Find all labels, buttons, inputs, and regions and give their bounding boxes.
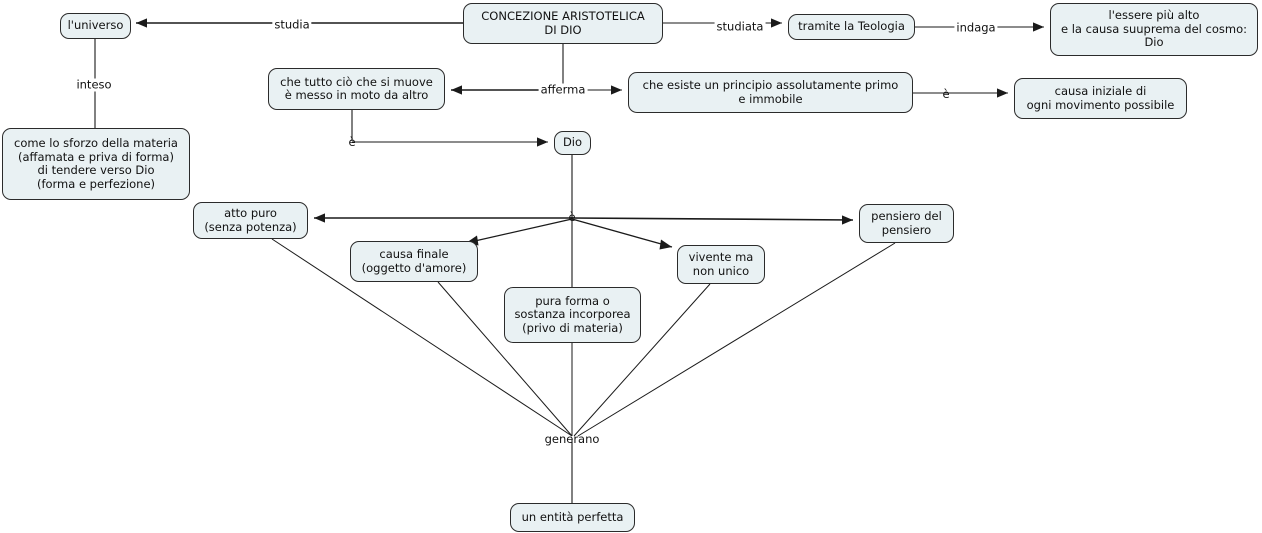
arrowhead [659,239,672,250]
link-label-e-hub: è [568,210,576,224]
node-teologia[interactable]: tramite la Teologia [788,14,915,40]
edge-path-hub-pensiero [571,215,854,225]
node-atto-puro[interactable]: atto puro (senza potenza) [193,202,308,239]
edge-path-hub-vivente [571,218,673,250]
link-label-e-dio: è [348,135,356,149]
link-label-generano: generano [544,432,600,446]
node-tutto-cio[interactable]: che tutto ciò che si muove è messo in mo… [268,68,445,110]
edge-path-gen-pensiero [577,242,896,437]
link-label-studia: studia [272,17,312,32]
arrowhead [451,85,462,95]
arrowhead [314,213,325,223]
node-causa-iniziale[interactable]: causa iniziale di ogni movimento possibi… [1014,78,1187,119]
link-label-inteso: inteso [74,77,114,92]
arrowhead [997,88,1008,98]
node-principio-primo[interactable]: che esiste un principio assolutamente pr… [628,72,913,113]
node-concezione[interactable]: CONCEZIONE ARISTOTELICA DI DIO [463,3,663,44]
node-causa-finale[interactable]: causa finale (oggetto d'amore) [350,241,478,282]
arrowhead [611,85,622,95]
node-essere-alto[interactable]: l'essere più alto e la causa suuprema de… [1050,3,1258,56]
edge-path-gen-atto [271,238,573,437]
edge-path-hub-causa-finale [465,218,573,246]
node-pura-forma[interactable]: pura forma o sostanza incorporea (privo … [504,287,641,343]
node-universo[interactable]: l'universo [60,13,131,39]
arrowhead [136,18,147,28]
edge-path-hub-atto [314,213,572,223]
edge-path-e-immobile [913,88,1008,98]
arrowhead [771,18,782,28]
node-pensiero[interactable]: pensiero del pensiero [859,204,954,243]
edge-path-gen-vivente [573,283,711,437]
link-label-afferma: afferma [538,82,588,97]
arrowhead [842,215,853,225]
arrowhead [537,137,548,147]
edge-path-gen-causa-finale [437,281,573,437]
link-label-studiata: studiata [714,19,766,34]
link-label-indaga: indaga [954,20,998,35]
node-vivente[interactable]: vivente ma non unico [677,245,765,284]
node-entita-perfetta[interactable]: un entità perfetta [510,503,635,532]
node-dio[interactable]: Dio [554,131,591,155]
arrowhead [1033,22,1044,32]
link-label-e-immobile: è [942,87,950,101]
node-sforzo-materia[interactable]: come lo sforzo della materia (affamata e… [2,128,190,200]
edge-path-e-dio-h [352,137,548,147]
